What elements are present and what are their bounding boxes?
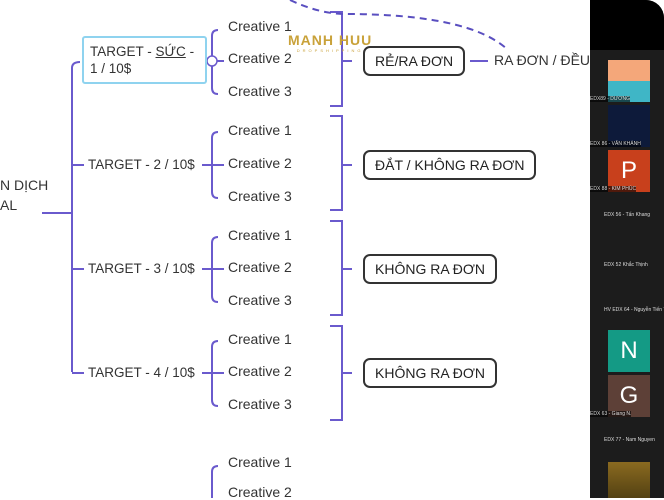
creative-node[interactable]: Creative 2 [228, 155, 292, 171]
participant-tile[interactable]: G [608, 375, 650, 417]
followup-node[interactable]: RA ĐƠN / ĐỀU [494, 52, 591, 68]
root-label-line1: N DỊCH [0, 177, 49, 193]
root-node[interactable]: N DỊCH AL [0, 177, 48, 213]
mindmap-canvas[interactable]: N DỊCH AL TARGET - SỨC - 1 / 10$ TARGET - … [0, 0, 592, 500]
participant-avatar-image[interactable] [608, 462, 650, 498]
participant-name: EDX 86 - VĂN KHÁNH [590, 141, 641, 147]
participant-name: HV EDX 64 - Nguyễn Tiến Th [604, 307, 664, 313]
creative-node[interactable]: Creative 1 [228, 18, 292, 34]
participant-avatar-image[interactable] [608, 105, 650, 147]
target-label: - [185, 44, 195, 59]
creative-node[interactable]: Creative 2 [228, 363, 292, 379]
participant-tile[interactable]: N [608, 330, 650, 372]
target-label-underlined: SỨC [155, 44, 186, 59]
creative-node[interactable]: Creative 2 [228, 484, 292, 500]
participant-tile[interactable]: P [608, 150, 650, 192]
participant-name: EDX 52 Khắc Thịnh [604, 262, 648, 268]
creative-node[interactable]: Creative 1 [228, 122, 292, 138]
creative-node[interactable]: Creative 1 [228, 227, 292, 243]
participant-name: EDX 88 - KIM PHÚC [590, 186, 637, 192]
target-node-2[interactable]: TARGET - 2 / 10$ [88, 157, 195, 172]
creative-node[interactable]: Creative 3 [228, 83, 292, 99]
participant-name: EDX 63 - Giang N. [590, 411, 632, 417]
root-label-line2: AL [0, 197, 18, 213]
participant-avatar-image[interactable] [608, 60, 650, 102]
result-node-1[interactable]: RẺ/RA ĐƠN [363, 46, 466, 76]
panel-header [590, 0, 664, 50]
participant-name: EDX 56 - Tấn Khang [604, 212, 651, 218]
creative-node[interactable]: Creative 2 [228, 259, 292, 275]
result-node-4[interactable]: KHÔNG RA ĐƠN [363, 358, 498, 388]
connector-lines [42, 0, 509, 498]
creative-node[interactable]: Creative 3 [228, 188, 292, 204]
result-node-3[interactable]: KHÔNG RA ĐƠN [363, 254, 498, 284]
participant-name: EDX 77 - Nam Nguyen [604, 437, 655, 443]
result-node-2[interactable]: ĐẮT / KHÔNG RA ĐƠN [363, 150, 537, 180]
target-node-3[interactable]: TARGET - 3 / 10$ [88, 261, 195, 276]
watermark-sub: DROPSHIPPING [296, 48, 364, 53]
creative-node[interactable]: Creative 1 [228, 331, 292, 347]
creative-node[interactable]: Creative 3 [228, 292, 292, 308]
creative-node[interactable]: Creative 3 [228, 396, 292, 412]
creative-node[interactable]: Creative 2 [228, 50, 292, 66]
target-label: 1 / 10$ [90, 61, 132, 76]
watermark-brand: MANH HUU [288, 32, 373, 48]
creative-node[interactable]: Creative 1 [228, 454, 292, 470]
participant-name: EDX89 - DƯƠNG [590, 96, 630, 102]
target-node-1[interactable]: TARGET - SỨC - 1 / 10$ [82, 36, 207, 84]
target-node-4[interactable]: TARGET - 4 / 10$ [88, 365, 195, 380]
target-label: TARGET - [90, 44, 156, 59]
